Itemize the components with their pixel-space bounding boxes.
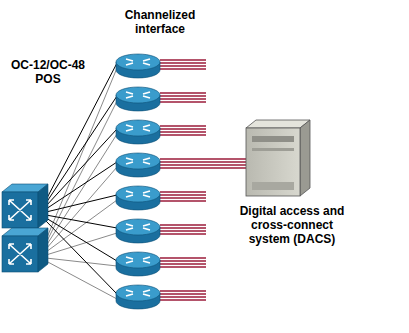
channel-line — [160, 224, 206, 225]
channel-line — [160, 293, 206, 294]
channel-line — [160, 167, 246, 168]
channel-line — [160, 161, 246, 162]
channel-line — [160, 164, 246, 165]
channel-line — [160, 194, 206, 195]
router-icon — [116, 186, 160, 210]
wires — [46, 60, 246, 300]
router-icon — [116, 153, 160, 177]
channel-line — [160, 131, 206, 132]
channel-line — [160, 230, 206, 231]
router-top — [116, 120, 160, 136]
pos-label: OC-12/OC-48 POS — [2, 58, 94, 86]
switch-front — [2, 192, 38, 228]
router-top — [116, 153, 160, 169]
channel-line — [160, 128, 206, 129]
channel-line — [160, 134, 206, 135]
switch-arrows — [9, 200, 31, 220]
channel-line — [160, 257, 206, 258]
icons — [2, 54, 160, 309]
channel-line — [160, 59, 206, 60]
router-top — [116, 186, 160, 202]
channel-line — [160, 68, 206, 69]
channelized-label: Channelized interface — [110, 8, 210, 36]
uplink-line — [46, 218, 117, 261]
router-icon — [116, 252, 160, 276]
uplink-line — [46, 162, 117, 209]
switch-side — [38, 184, 48, 228]
router-icon — [116, 285, 160, 309]
router-icon — [116, 87, 160, 111]
router-arrows — [126, 224, 150, 230]
router-arrows — [126, 158, 150, 164]
dacs-unit — [246, 120, 310, 196]
switch-side — [38, 228, 48, 272]
router-top — [116, 252, 160, 268]
uplink-line — [46, 101, 117, 243]
uplink-line — [46, 221, 117, 294]
channel-line — [160, 296, 206, 297]
router-arrows — [126, 257, 150, 263]
channel-line — [160, 197, 206, 198]
router-icon — [116, 120, 160, 144]
channel-line — [160, 95, 206, 96]
uplink-line — [46, 68, 117, 240]
uplink-line — [46, 261, 117, 299]
dacs-label: Digital access and cross-connect system … — [232, 204, 352, 246]
channel-line — [160, 263, 206, 264]
uplink-line — [46, 258, 117, 266]
channel-line — [160, 98, 206, 99]
uplink-line — [46, 96, 117, 203]
router-icon — [116, 219, 160, 243]
channel-line — [160, 62, 206, 63]
uplink-line — [46, 195, 117, 212]
uplink-line — [46, 129, 117, 206]
uplink-line — [46, 233, 117, 255]
router-top — [116, 87, 160, 103]
channel-line — [160, 266, 206, 267]
router-top — [116, 54, 160, 70]
channel-line — [160, 299, 206, 300]
channel-line — [160, 92, 206, 93]
router-arrows — [126, 191, 150, 197]
router-icon — [116, 54, 160, 78]
switch-front — [2, 236, 38, 272]
channel-line — [160, 65, 206, 66]
channel-line — [160, 200, 206, 201]
channel-line — [160, 101, 206, 102]
router-top — [116, 219, 160, 235]
router-arrows — [126, 125, 150, 131]
channel-line — [160, 233, 206, 234]
uplink-line — [46, 134, 117, 246]
router-arrows — [126, 92, 150, 98]
switch-arrows — [9, 244, 31, 264]
uplink-line — [46, 215, 117, 228]
channel-line — [160, 290, 206, 291]
channel-line — [160, 125, 206, 126]
router-arrows — [126, 59, 150, 65]
switch-icon — [2, 184, 48, 228]
channel-line — [160, 227, 206, 228]
channel-line — [160, 191, 206, 192]
router-top — [116, 285, 160, 301]
router-arrows — [126, 290, 150, 296]
channel-line — [160, 260, 206, 261]
switch-icon — [2, 228, 48, 272]
channel-line — [160, 158, 246, 159]
